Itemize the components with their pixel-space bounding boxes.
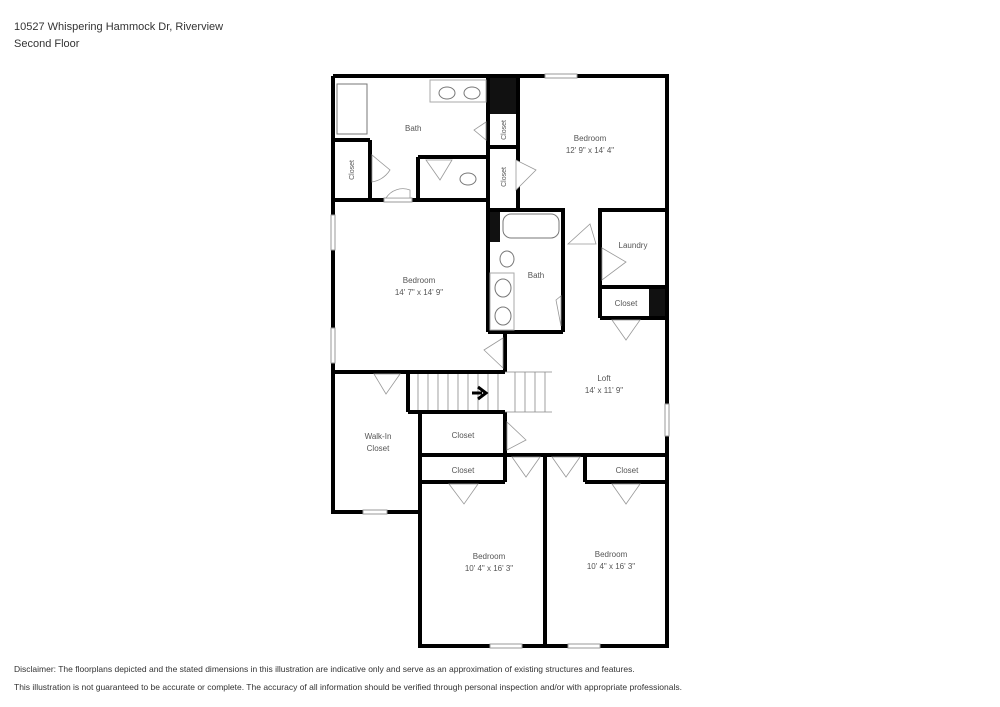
svg-text:Walk-In: Walk-In <box>365 432 392 441</box>
floor-title: Second Floor <box>14 38 80 50</box>
svg-text:Laundry: Laundry <box>619 241 648 250</box>
svg-text:14' x 11' 9": 14' x 11' 9" <box>585 386 623 395</box>
svg-text:Loft: Loft <box>597 374 611 383</box>
room-label: Bath <box>405 124 421 133</box>
svg-text:Bedroom: Bedroom <box>574 134 607 143</box>
svg-text:10' 4" x 16' 3": 10' 4" x 16' 3" <box>465 564 513 573</box>
svg-text:Closet: Closet <box>367 444 390 453</box>
svg-text:10' 4" x 16' 3": 10' 4" x 16' 3" <box>587 562 635 571</box>
svg-text:Closet: Closet <box>615 299 638 308</box>
stair-direction-arrow-icon <box>472 385 489 401</box>
svg-text:Closet: Closet <box>616 466 639 475</box>
disclaimer-line-2: This illustration is not guaranteed to b… <box>14 682 682 692</box>
svg-text:Bedroom: Bedroom <box>403 276 436 285</box>
svg-text:Closet: Closet <box>501 120 508 140</box>
svg-text:Closet: Closet <box>501 167 508 187</box>
disclaimer-line-1: Disclaimer: The floorplans depicted and … <box>14 664 635 674</box>
svg-text:14' 7" x 14' 9": 14' 7" x 14' 9" <box>395 288 443 297</box>
svg-text:Closet: Closet <box>349 160 356 180</box>
svg-text:Bath: Bath <box>528 271 544 280</box>
svg-text:Closet: Closet <box>452 466 475 475</box>
address-title: 10527 Whispering Hammock Dr, Riverview <box>14 21 224 33</box>
svg-text:Bedroom: Bedroom <box>595 550 628 559</box>
svg-text:12' 9" x 14' 4": 12' 9" x 14' 4" <box>566 146 614 155</box>
svg-text:Bedroom: Bedroom <box>473 552 506 561</box>
svg-text:Closet: Closet <box>452 431 475 440</box>
